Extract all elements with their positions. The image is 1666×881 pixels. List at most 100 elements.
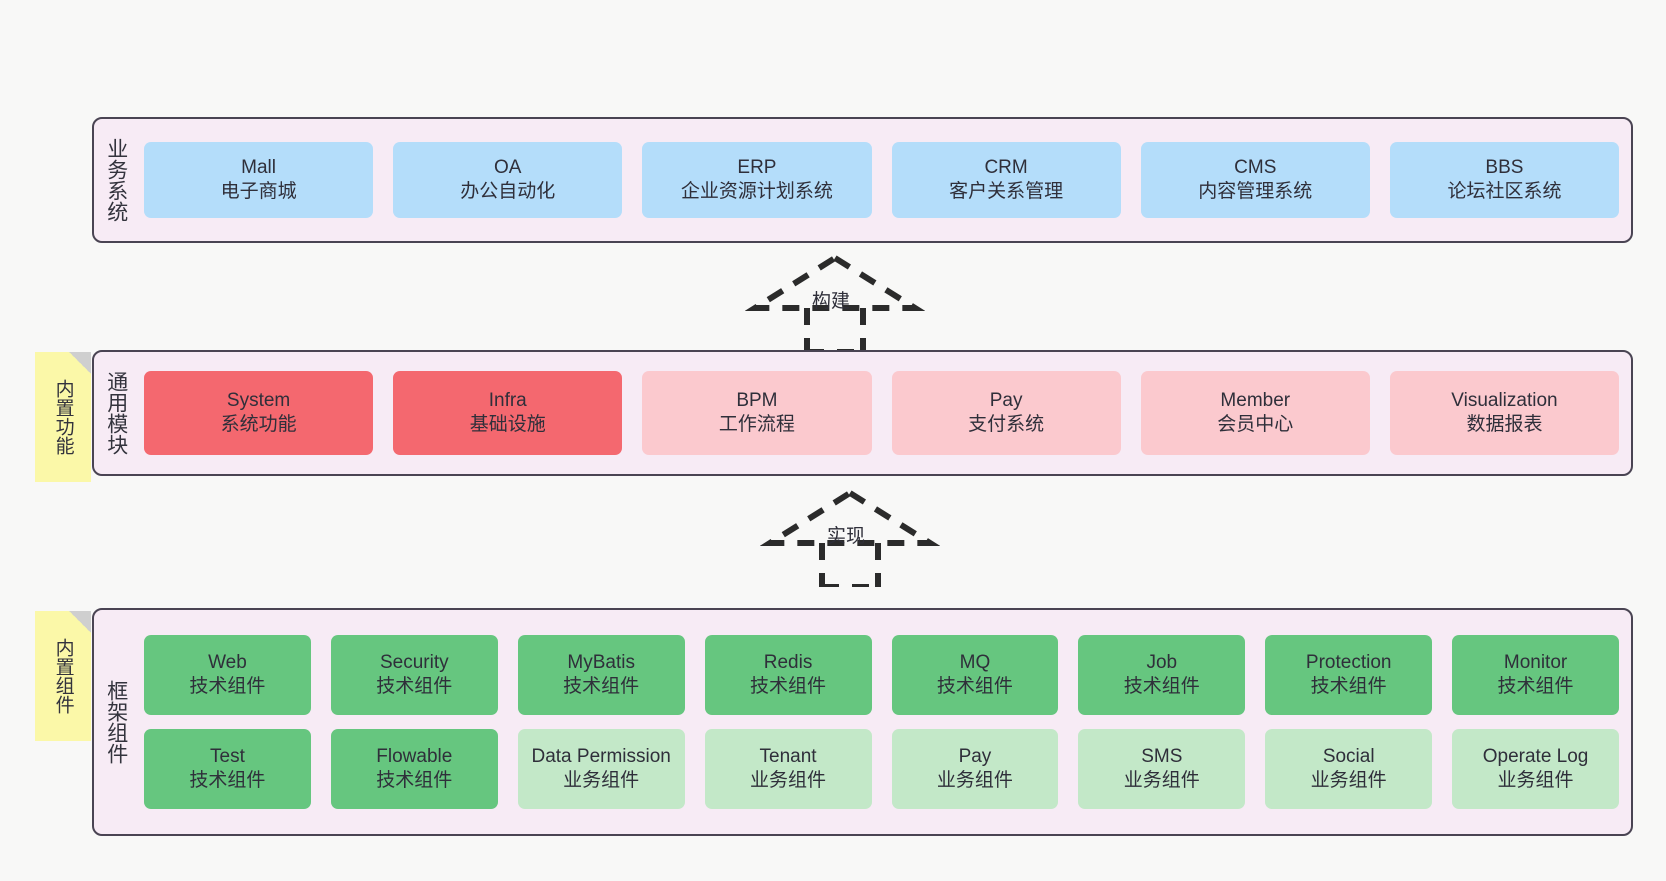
node-title: SMS [1141, 745, 1183, 767]
node-title: Security [379, 651, 449, 673]
node-subtitle: 技术组件 [1497, 676, 1574, 697]
node-subtitle: 会员中心 [1217, 414, 1294, 435]
node-subtitle: 技术组件 [189, 770, 266, 791]
node-subtitle: 电子商城 [220, 181, 297, 202]
node-subtitle: 业务组件 [1123, 770, 1200, 791]
node-title: Pay [958, 745, 992, 767]
panel-common-modules: 通用模块 System 系统功能 Infra 基础设施 BPM 工作流程 Pay… [92, 350, 1633, 476]
node-data-permission[interactable]: Data Permission 业务组件 [517, 729, 685, 809]
node-title: Web [208, 651, 247, 673]
row-common-modules: System 系统功能 Infra 基础设施 BPM 工作流程 Pay 支付系统… [144, 371, 1620, 455]
node-test[interactable]: Test 技术组件 [144, 729, 311, 809]
node-monitor[interactable]: Monitor 技术组件 [1452, 635, 1619, 715]
node-title: Flowable [376, 745, 453, 767]
panel-body-framework-components: Web 技术组件 Security 技术组件 MyBatis 技术组件 Redi… [138, 610, 1631, 834]
panel-business-systems: 业务系统 Mall 电子商城 OA 办公自动化 ERP 企业资源计划系统 CRM… [92, 117, 1633, 243]
node-subtitle: 技术组件 [750, 676, 827, 697]
node-member[interactable]: Member 会员中心 [1140, 371, 1370, 455]
sticky-note-builtin-components: 内置组件 [35, 611, 91, 741]
panel-caption-common-modules: 通用模块 [104, 371, 128, 455]
node-title: CMS [1234, 156, 1277, 178]
node-sms[interactable]: SMS 业务组件 [1078, 729, 1246, 809]
node-mybatis[interactable]: MyBatis 技术组件 [517, 635, 685, 715]
node-cms[interactable]: CMS 内容管理系统 [1140, 142, 1370, 218]
node-title: BBS [1485, 156, 1524, 178]
node-title: Tenant [759, 745, 817, 767]
node-bpm[interactable]: BPM 工作流程 [642, 371, 872, 455]
node-security[interactable]: Security 技术组件 [330, 635, 498, 715]
node-social[interactable]: Social 业务组件 [1265, 729, 1433, 809]
node-subtitle: 系统功能 [220, 414, 297, 435]
node-subtitle: 技术组件 [563, 676, 640, 697]
sticky-note-label: 内置功能 [52, 379, 74, 455]
node-subtitle: 技术组件 [936, 676, 1013, 697]
node-redis[interactable]: Redis 技术组件 [704, 635, 872, 715]
node-tenant[interactable]: Tenant 业务组件 [704, 729, 872, 809]
node-title: System [226, 389, 291, 411]
node-title: MyBatis [567, 651, 635, 673]
node-mq[interactable]: MQ 技术组件 [891, 635, 1059, 715]
node-title: ERP [737, 156, 777, 178]
panel-body-business-systems: Mall 电子商城 OA 办公自动化 ERP 企业资源计划系统 CRM 客户关系… [138, 119, 1631, 241]
node-title: Visualization [1451, 389, 1558, 411]
node-title: Pay [989, 389, 1023, 411]
node-oa[interactable]: OA 办公自动化 [393, 142, 623, 218]
node-subtitle: 支付系统 [968, 414, 1045, 435]
node-subtitle: 业务组件 [750, 770, 827, 791]
row-tech-components: Web 技术组件 Security 技术组件 MyBatis 技术组件 Redi… [144, 635, 1619, 715]
node-title: Monitor [1503, 651, 1568, 673]
node-title: Infra [488, 389, 527, 411]
node-title: Test [210, 745, 245, 767]
node-subtitle: 工作流程 [718, 414, 795, 435]
node-title: Job [1146, 651, 1178, 673]
node-subtitle: 基础设施 [469, 414, 546, 435]
node-pay-module[interactable]: Pay 支付系统 [891, 371, 1121, 455]
connector-implement-label: 实现 [827, 526, 866, 547]
node-title: BPM [736, 389, 778, 411]
node-job[interactable]: Job 技术组件 [1078, 635, 1246, 715]
node-subtitle: 内容管理系统 [1198, 181, 1313, 202]
node-subtitle: 数据报表 [1466, 414, 1543, 435]
panel-framework-components: 框架组件 Web 技术组件 Security 技术组件 MyBatis 技术组件… [92, 608, 1633, 836]
node-infra[interactable]: Infra 基础设施 [393, 371, 623, 455]
sticky-note-label: 内置组件 [52, 638, 74, 714]
node-title: Data Permission [531, 745, 671, 767]
panel-body-common-modules: System 系统功能 Infra 基础设施 BPM 工作流程 Pay 支付系统… [138, 352, 1631, 474]
node-system[interactable]: System 系统功能 [144, 371, 374, 455]
node-title: MQ [959, 651, 991, 673]
panel-caption-framework-components: 框架组件 [104, 680, 128, 764]
node-title: Operate Log [1482, 745, 1589, 767]
node-visualization[interactable]: Visualization 数据报表 [1389, 371, 1620, 455]
node-title: Member [1220, 389, 1291, 411]
node-title: Redis [763, 651, 813, 673]
node-subtitle: 业务组件 [1497, 770, 1574, 791]
node-web[interactable]: Web 技术组件 [144, 635, 311, 715]
node-operate-log[interactable]: Operate Log 业务组件 [1452, 729, 1619, 809]
node-subtitle: 技术组件 [1123, 676, 1200, 697]
node-title: CRM [984, 156, 1028, 178]
node-subtitle: 业务组件 [563, 770, 640, 791]
node-title: Mall [241, 156, 276, 178]
node-subtitle: 企业资源计划系统 [680, 181, 833, 202]
node-subtitle: 办公自动化 [460, 181, 556, 202]
node-subtitle: 业务组件 [936, 770, 1013, 791]
node-crm[interactable]: CRM 客户关系管理 [891, 142, 1121, 218]
node-bbs[interactable]: BBS 论坛社区系统 [1389, 142, 1620, 218]
node-protection[interactable]: Protection 技术组件 [1265, 635, 1433, 715]
node-erp[interactable]: ERP 企业资源计划系统 [642, 142, 872, 218]
node-mall[interactable]: Mall 电子商城 [144, 142, 374, 218]
node-subtitle: 论坛社区系统 [1447, 181, 1562, 202]
connector-implement-arrow [759, 487, 941, 590]
row-business-systems: Mall 电子商城 OA 办公自动化 ERP 企业资源计划系统 CRM 客户关系… [144, 142, 1620, 218]
node-pay-component[interactable]: Pay 业务组件 [891, 729, 1059, 809]
node-subtitle: 技术组件 [376, 676, 453, 697]
node-subtitle: 业务组件 [1310, 770, 1387, 791]
row-business-components: Test 技术组件 Flowable 技术组件 Data Permission … [144, 729, 1619, 809]
node-subtitle: 技术组件 [189, 676, 266, 697]
node-subtitle: 技术组件 [1310, 676, 1387, 697]
node-flowable[interactable]: Flowable 技术组件 [330, 729, 498, 809]
node-title: OA [494, 156, 522, 178]
node-subtitle: 客户关系管理 [949, 181, 1064, 202]
node-title: Social [1322, 745, 1375, 767]
